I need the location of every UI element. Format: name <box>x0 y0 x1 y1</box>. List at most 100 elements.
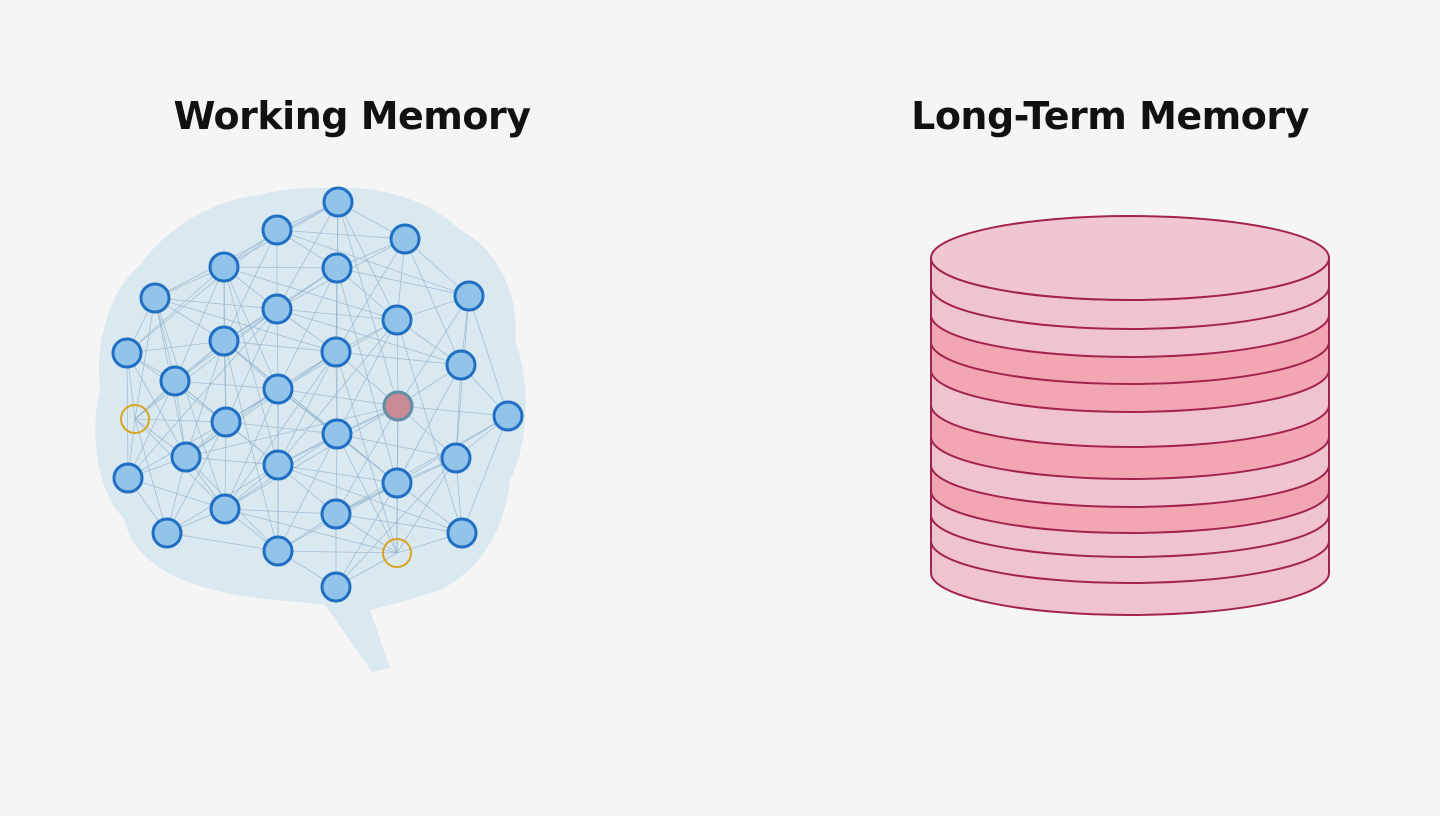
network-edge <box>224 405 399 510</box>
active-node <box>382 390 414 422</box>
network-edge <box>223 266 398 321</box>
network-edge <box>277 550 398 554</box>
network-edge <box>277 464 398 484</box>
network-edge <box>397 295 470 407</box>
network-node <box>261 293 293 325</box>
network-nodes <box>111 186 524 603</box>
network-edge <box>277 388 399 407</box>
cylinder-band <box>931 405 1329 479</box>
network-edge <box>224 351 337 510</box>
network-edge <box>277 319 398 466</box>
network-edge <box>225 319 398 423</box>
network-edge <box>185 340 225 458</box>
cylinder-band <box>931 342 1329 412</box>
network-node <box>492 400 524 432</box>
cylinder-top <box>930 215 1330 301</box>
cylinder-layer-line <box>930 369 1330 413</box>
network-edge <box>225 421 338 435</box>
network-edge <box>461 415 509 534</box>
network-edge <box>397 405 509 417</box>
network-edge <box>335 457 457 588</box>
network-edge <box>336 433 457 459</box>
network-edge <box>166 532 279 552</box>
network-node <box>139 282 171 314</box>
brain-network-icon <box>95 186 526 673</box>
network-node <box>320 498 352 530</box>
network-node <box>381 304 413 336</box>
network-edge <box>174 380 279 390</box>
cylinder-layer-line <box>930 404 1330 448</box>
network-edge <box>223 340 337 353</box>
network-node <box>440 442 472 474</box>
network-edge <box>396 319 463 534</box>
network-edge <box>134 308 278 420</box>
network-node <box>261 214 293 246</box>
network-node <box>322 186 354 218</box>
network-edge <box>335 513 463 534</box>
network-edge <box>185 351 337 458</box>
cylinder-layer-line <box>930 514 1330 558</box>
network-edge <box>126 229 278 354</box>
network-edge <box>134 297 156 420</box>
network-edge <box>276 229 470 297</box>
cylinder-layer-line <box>930 314 1330 358</box>
network-node <box>320 571 352 603</box>
cylinder-layer-line <box>930 436 1330 480</box>
network-edge <box>335 351 462 366</box>
network-node <box>381 467 413 499</box>
network-edge <box>336 267 398 484</box>
network-edge <box>277 433 338 552</box>
brain-shape <box>95 187 526 673</box>
network-edge <box>335 238 406 353</box>
working-memory-title: Working Memory <box>173 94 532 138</box>
network-edge <box>154 201 339 299</box>
empty-node <box>382 538 412 568</box>
cylinder-band <box>931 315 1329 384</box>
network-node <box>208 251 240 283</box>
network-node <box>170 441 202 473</box>
network-edge <box>174 266 225 382</box>
network-edge <box>185 405 399 458</box>
network-edge <box>154 297 278 310</box>
network-edge <box>335 405 399 515</box>
network-edge <box>277 351 337 466</box>
network-edge <box>126 266 225 354</box>
network-node <box>320 336 352 368</box>
network-edge <box>127 308 278 479</box>
network-edge <box>468 295 509 417</box>
network-edge <box>154 297 337 353</box>
network-edge <box>126 352 187 458</box>
network-edge <box>276 229 406 240</box>
cylinder-layer-line <box>930 464 1330 508</box>
network-edge <box>277 267 338 390</box>
network-edge <box>223 266 279 390</box>
network-edge <box>336 267 470 297</box>
network-edge <box>337 201 399 407</box>
network-edge <box>335 482 398 588</box>
cylinder-layer-line <box>930 572 1330 616</box>
network-node <box>262 535 294 567</box>
network-edge <box>276 201 339 310</box>
network-edge <box>127 477 226 510</box>
network-node <box>321 418 353 450</box>
network-edge <box>224 388 279 510</box>
network-node <box>151 517 183 549</box>
network-edge <box>335 415 509 515</box>
network-edge <box>223 266 338 269</box>
long-term-memory-title: Long-Term Memory <box>911 94 1309 138</box>
network-edge <box>154 297 226 510</box>
network-node <box>112 462 144 494</box>
cylinder-layer-line <box>930 341 1330 385</box>
network-node <box>209 493 241 525</box>
network-node <box>321 252 353 284</box>
network-edge <box>223 340 279 552</box>
network-edge <box>276 308 398 321</box>
network-node <box>262 449 294 481</box>
cylinder-layer-line <box>930 490 1330 534</box>
network-edge <box>336 319 398 435</box>
network-edge <box>134 418 168 534</box>
network-node <box>208 325 240 357</box>
network-edge <box>126 340 225 354</box>
network-node <box>159 365 191 397</box>
